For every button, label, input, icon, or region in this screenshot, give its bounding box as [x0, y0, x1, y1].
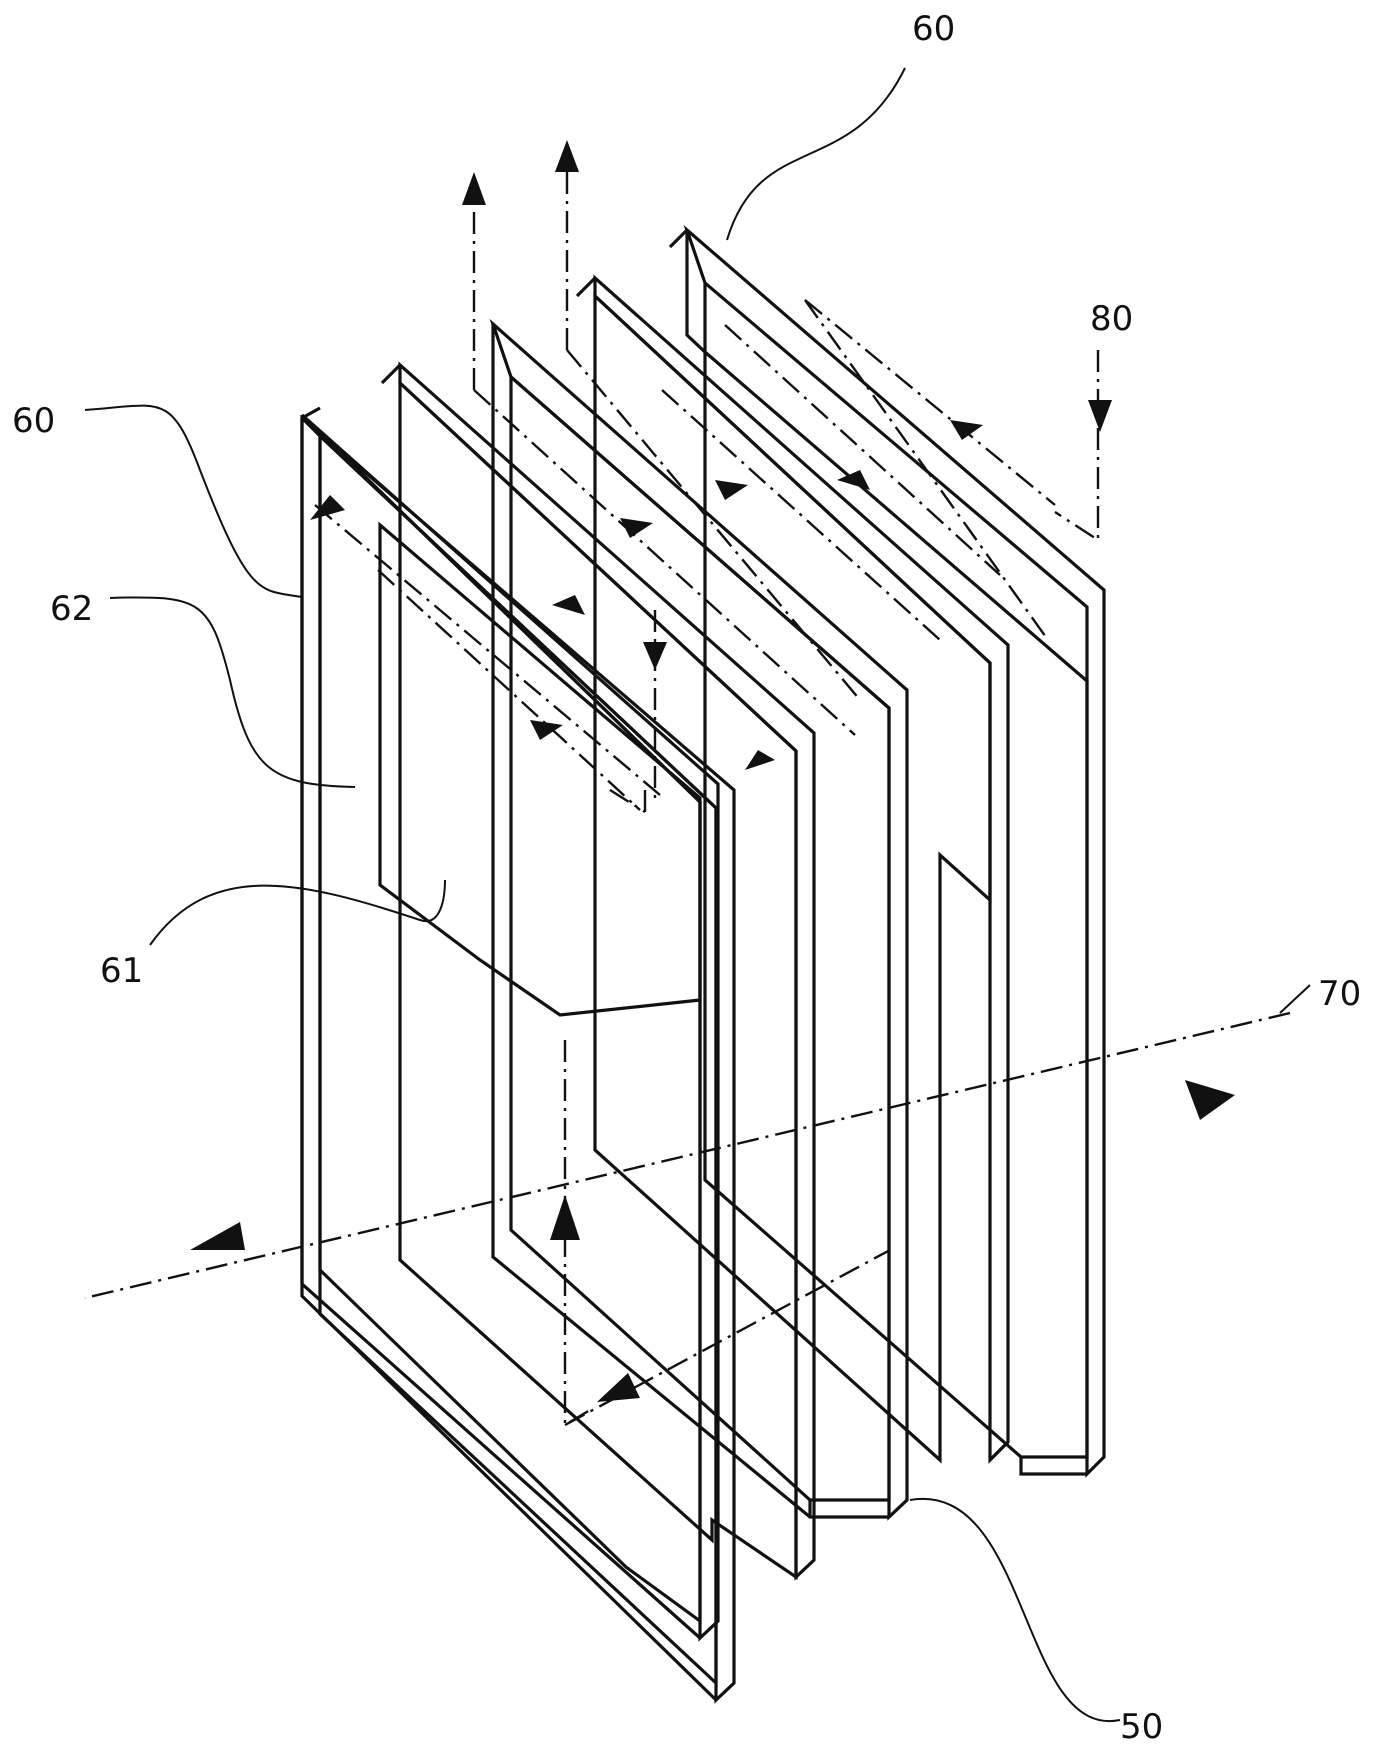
open-frame-panel-3: [489, 318, 909, 1521]
plate-panel-2: [380, 361, 816, 1581]
arrow-right-upper: [552, 595, 585, 615]
label-50: 50: [1120, 1707, 1163, 1747]
label-60-left: 60: [12, 401, 55, 441]
leader-lines: [84, 67, 1311, 1723]
arrow-down-center: [643, 642, 667, 670]
label-61: 61: [100, 951, 143, 991]
arrow-bottom-right: [597, 1373, 640, 1402]
leader-60-top: [726, 67, 906, 241]
arrow-out-70: [190, 1222, 245, 1250]
label-60-top: 60: [912, 9, 955, 49]
label-80: 80: [1090, 299, 1133, 339]
arrow-up-left-outlet: [462, 172, 486, 205]
arrow-up-right-outlet: [555, 140, 579, 172]
arrow-mid-right: [837, 470, 870, 490]
arrow-corner-left: [310, 495, 345, 520]
leader-62: [109, 596, 356, 788]
leader-60-left: [84, 404, 303, 598]
plate-panel-4: [575, 274, 1010, 1464]
leader-61: [149, 879, 446, 946]
arrow-left-upper: [620, 518, 653, 538]
arrow-down-80: [1088, 400, 1112, 432]
arrow-back-top: [950, 420, 983, 440]
arrow-up-bottom: [550, 1195, 580, 1240]
outer-front-frame: [300, 406, 736, 1704]
label-62: 62: [50, 589, 93, 629]
separator-sheet: [378, 521, 702, 1017]
leader-70: [1279, 984, 1311, 1014]
reference-labels: 60 80 60 62 61 70 50: [12, 9, 1361, 1747]
arrow-corner-right: [745, 750, 775, 770]
flow-paths: [84, 170, 1291, 1428]
flow-arrowheads: [190, 140, 1235, 1402]
back-frame-panel: [668, 224, 1106, 1478]
arrow-in-70: [1185, 1080, 1235, 1120]
arrow-mid-left: [715, 480, 748, 500]
arrow-left-lower: [530, 720, 563, 740]
leader-50: [909, 1497, 1121, 1723]
label-70: 70: [1318, 974, 1361, 1014]
